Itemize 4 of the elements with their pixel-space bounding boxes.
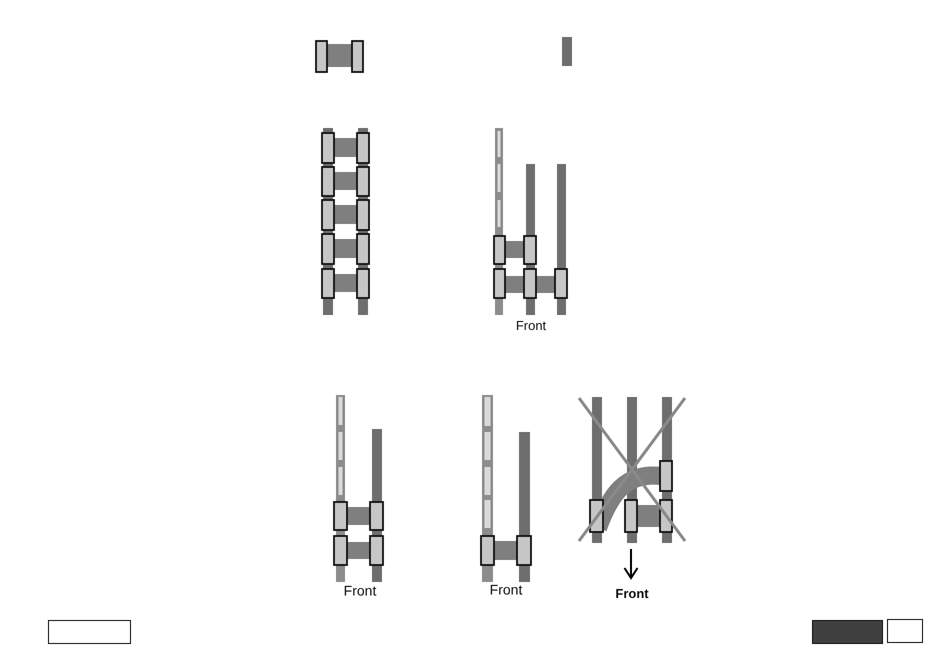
orientation-label: Front — [344, 583, 376, 599]
orientation-label: Front — [490, 582, 522, 598]
orientation-label: Front — [615, 586, 649, 602]
orientation-label: Front — [516, 318, 546, 334]
